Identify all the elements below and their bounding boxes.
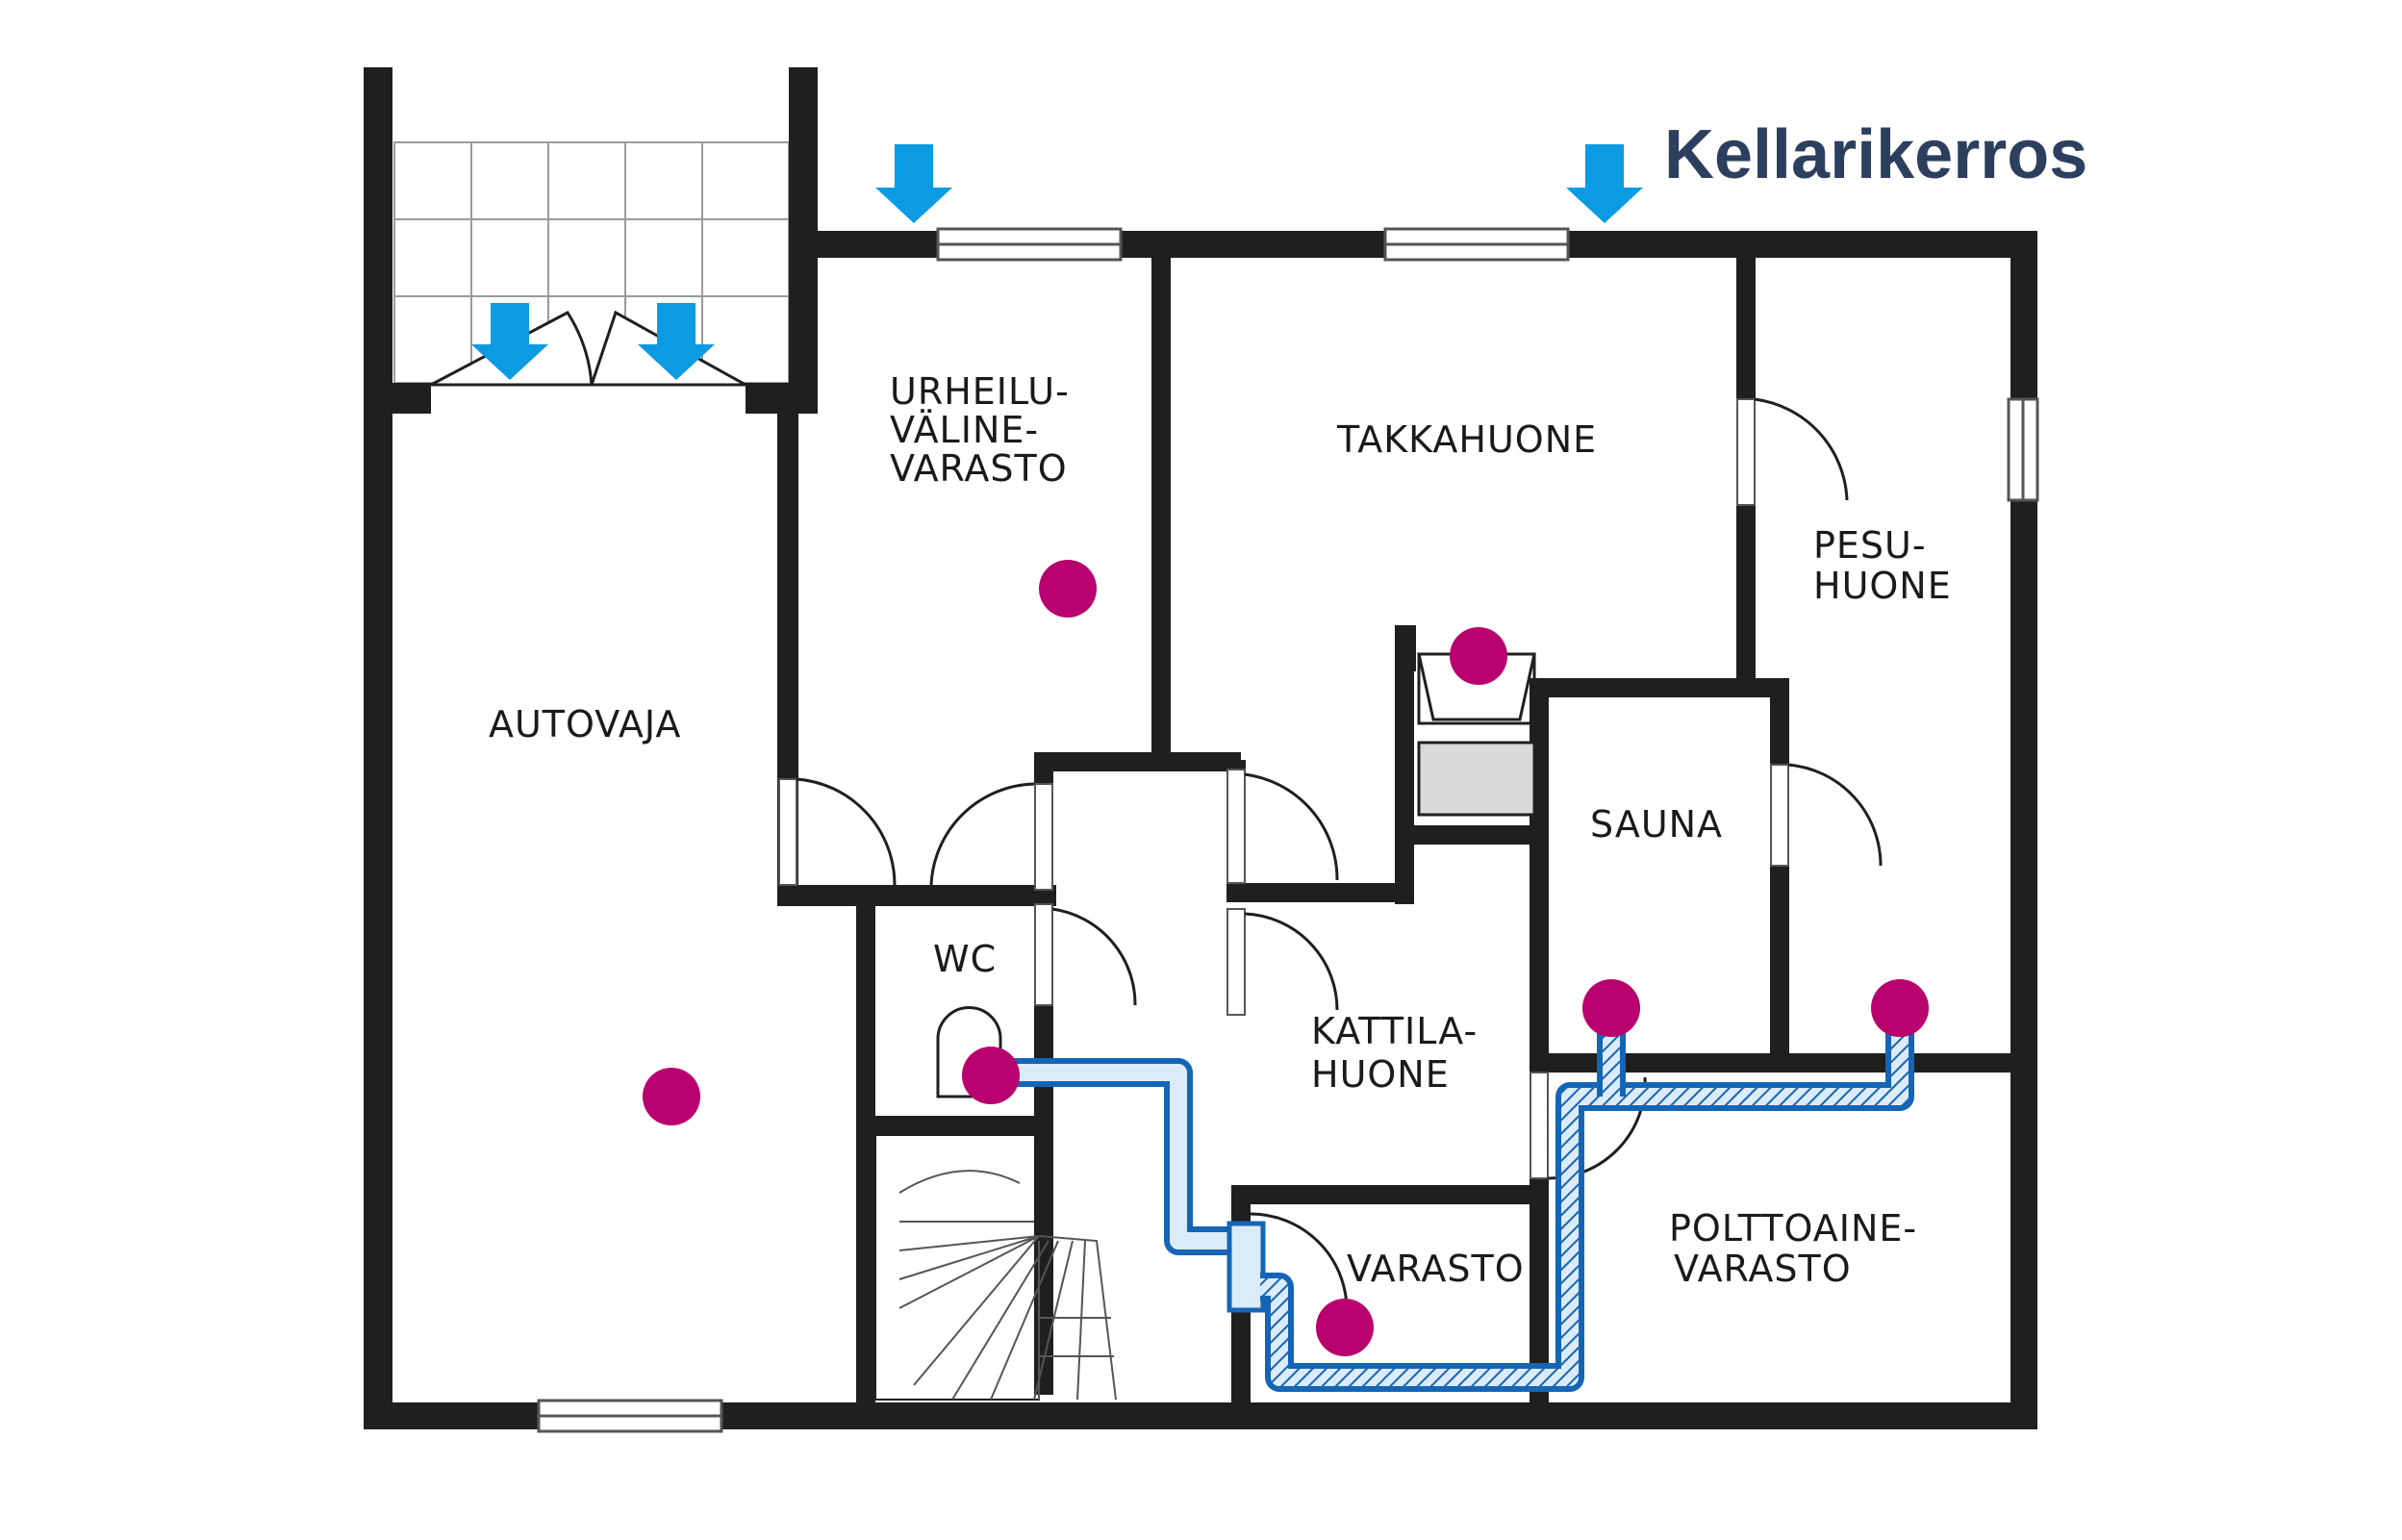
porch-tiles: [393, 141, 790, 384]
windows: [537, 227, 2039, 1433]
room-label-kattila-2: HUONE: [1311, 1053, 1450, 1096]
ventilation-duct-wc: [991, 1058, 1266, 1313]
doors: [778, 397, 1883, 1309]
dot-icon: [1316, 1299, 1374, 1356]
page-title: Kellarikerros: [1664, 116, 2087, 193]
room-labels: AUTOVAJA URHEILU- VÄLINE- VARASTO TAKKAH…: [489, 370, 1952, 1290]
dot-icon: [643, 1068, 700, 1125]
room-label-autovaja: AUTOVAJA: [489, 703, 681, 745]
fireplace: [1417, 652, 1536, 817]
room-label-varasto: VARASTO: [1347, 1248, 1525, 1290]
supply-air-arrows: [471, 144, 1643, 380]
dot-icon: [1450, 627, 1507, 685]
exhaust-points: [643, 560, 1929, 1356]
ventilation-duct-main: [1260, 1029, 1914, 1392]
dot-icon: [1871, 979, 1929, 1037]
dot-icon: [1039, 560, 1097, 618]
room-label-polttoaine-2: VARASTO: [1674, 1248, 1852, 1290]
arrow-down-icon: [638, 303, 715, 380]
room-label-wc: WC: [933, 938, 997, 980]
room-label-pesu-1: PESU-: [1813, 524, 1927, 567]
arrow-down-icon: [875, 144, 952, 223]
room-label-sauna: SAUNA: [1590, 803, 1723, 846]
room-label-polttoaine-1: POLTTOAINE-: [1669, 1207, 1917, 1250]
room-label-kattila-1: KATTILA-: [1311, 1010, 1478, 1052]
room-label-urheilu-3: VARASTO: [890, 447, 1068, 490]
dot-icon: [962, 1047, 1020, 1104]
room-label-takkahuone: TAKKAHUONE: [1336, 418, 1597, 461]
room-label-urheilu-2: VÄLINE-: [890, 409, 1039, 451]
arrow-down-icon: [471, 303, 548, 380]
room-label-urheilu-1: URHEILU-: [890, 370, 1070, 413]
dot-icon: [1582, 979, 1640, 1037]
room-label-pesu-2: HUONE: [1813, 565, 1952, 607]
stairs: [874, 1134, 1117, 1401]
arrow-down-icon: [1566, 144, 1643, 223]
